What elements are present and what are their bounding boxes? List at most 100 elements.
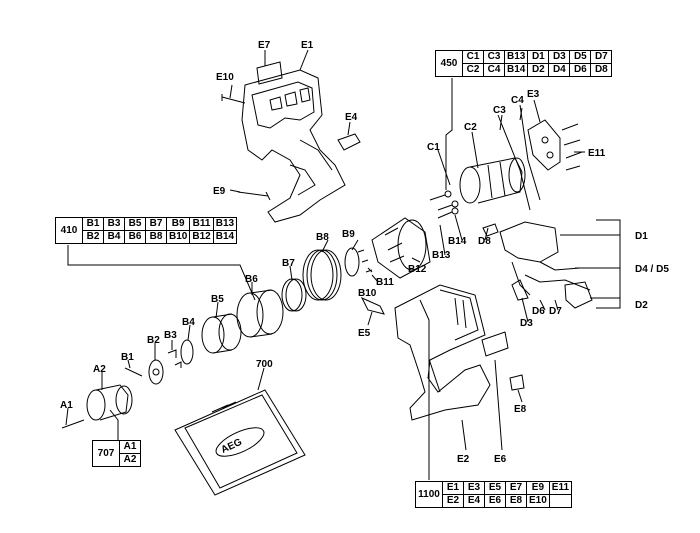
- cell: D6: [569, 63, 592, 77]
- label-d1: D1: [635, 231, 648, 242]
- housing-half-e2: [394, 284, 491, 421]
- cell: D3: [548, 50, 571, 64]
- cell: B9: [165, 217, 191, 231]
- switch-button-e5: [360, 296, 385, 315]
- chuck-a2: [86, 384, 133, 421]
- table-number: 410: [55, 217, 83, 244]
- label-c2: C2: [464, 122, 477, 133]
- label-plate-e7: [256, 61, 283, 85]
- label-d6: D6: [532, 306, 545, 317]
- cell: C1: [462, 50, 484, 64]
- label-b8: B8: [316, 232, 329, 243]
- cell: D7: [590, 50, 613, 64]
- screw-b1: [124, 367, 143, 377]
- ring-b7: [281, 278, 307, 312]
- switch-button-e4: [337, 133, 361, 151]
- cell: B8: [145, 230, 167, 244]
- ring-b5: [201, 313, 242, 354]
- parts-table-1100: 1100 E1 E3 E5 E7 E9 E11 E2 E4 E6 E8 E10: [415, 481, 573, 508]
- label-b2: B2: [147, 335, 160, 346]
- screw-e9: [237, 191, 271, 201]
- cell: E11: [548, 481, 573, 495]
- label-e8: E8: [514, 404, 527, 415]
- cell: E9: [526, 481, 550, 495]
- parts-table-450: 450 C1 C3 B13 D1 D3 D5 D7 C2 C4 B14 D2 D…: [435, 50, 613, 77]
- motor-c2: [459, 157, 526, 204]
- clutch-ring-b6: [236, 289, 284, 338]
- label-a2: A2: [93, 364, 106, 375]
- cell: D5: [569, 50, 592, 64]
- cell: B14: [503, 63, 529, 77]
- table-number: 707: [92, 440, 120, 467]
- cell: C2: [462, 63, 484, 77]
- cell: B12: [189, 230, 214, 244]
- cell: D4: [548, 63, 571, 77]
- label-b12: B12: [408, 264, 427, 275]
- clip-e8: [509, 374, 525, 391]
- label-b7: B7: [282, 258, 295, 269]
- label-b13: B13: [432, 250, 451, 261]
- screw-a1: [61, 419, 85, 429]
- cell: B10: [165, 230, 191, 244]
- screw-e10: [221, 94, 246, 104]
- label-d7: D7: [549, 306, 562, 317]
- spring-b8: [302, 249, 342, 301]
- cell: E2: [442, 494, 464, 508]
- label-c3: C3: [493, 105, 506, 116]
- parts-table-410: 410 B1 B3 B5 B7 B9 B11 B13 B2 B4 B6 B8 B…: [55, 217, 238, 244]
- label-plate-e6: [481, 331, 509, 357]
- label-c1: C1: [427, 142, 440, 153]
- cell: B11: [189, 217, 214, 231]
- label-b1: B1: [121, 352, 134, 363]
- label-b9: B9: [342, 229, 355, 240]
- cell: B7: [145, 217, 167, 231]
- label-e9: E9: [213, 186, 226, 197]
- label-b6: B6: [245, 274, 258, 285]
- label-b3: B3: [164, 330, 177, 341]
- screws-e11: [561, 123, 583, 171]
- cell: C4: [483, 63, 505, 77]
- label-b14: B14: [448, 236, 467, 247]
- label-e6: E6: [494, 454, 507, 465]
- label-a1: A1: [60, 400, 73, 411]
- switch-assembly-d: [499, 221, 593, 309]
- label-b10: B10: [358, 288, 377, 299]
- table-number: 450: [435, 50, 463, 77]
- cell: E5: [484, 481, 506, 495]
- cell: B4: [103, 230, 125, 244]
- screws-c1: [429, 190, 459, 211]
- cell: E10: [526, 494, 550, 508]
- housing-half-e1: [241, 69, 346, 223]
- label-e7: E7: [258, 40, 271, 51]
- cell: B6: [124, 230, 146, 244]
- cell: E4: [463, 494, 485, 508]
- label-e3: E3: [527, 89, 540, 100]
- cell: D2: [527, 63, 550, 77]
- label-e5: E5: [358, 328, 371, 339]
- cell: E8: [505, 494, 527, 508]
- gearbox-b12: [371, 217, 431, 279]
- label-d2: D2: [635, 300, 648, 311]
- clip-b3: [167, 349, 177, 358]
- cell: B3: [103, 217, 125, 231]
- cell: [548, 494, 573, 508]
- label-e1: E1: [301, 40, 314, 51]
- cell: E3: [463, 481, 485, 495]
- cell: E1: [442, 481, 464, 495]
- screws-b13-b14: [437, 207, 459, 219]
- label-e2: E2: [457, 454, 470, 465]
- cell: A2: [119, 453, 141, 467]
- ring-b9: [344, 247, 360, 277]
- label-e11: E11: [588, 148, 606, 159]
- cell: B1: [82, 217, 104, 231]
- cell: E6: [484, 494, 506, 508]
- cell: B14: [212, 230, 238, 244]
- cell: C3: [483, 50, 505, 64]
- label-d8: D8: [478, 236, 491, 247]
- cell: B13: [212, 217, 238, 231]
- label-d3: D3: [520, 318, 533, 329]
- pins-b11: [357, 249, 373, 273]
- label-700: 700: [256, 359, 273, 370]
- cell: D8: [590, 63, 613, 77]
